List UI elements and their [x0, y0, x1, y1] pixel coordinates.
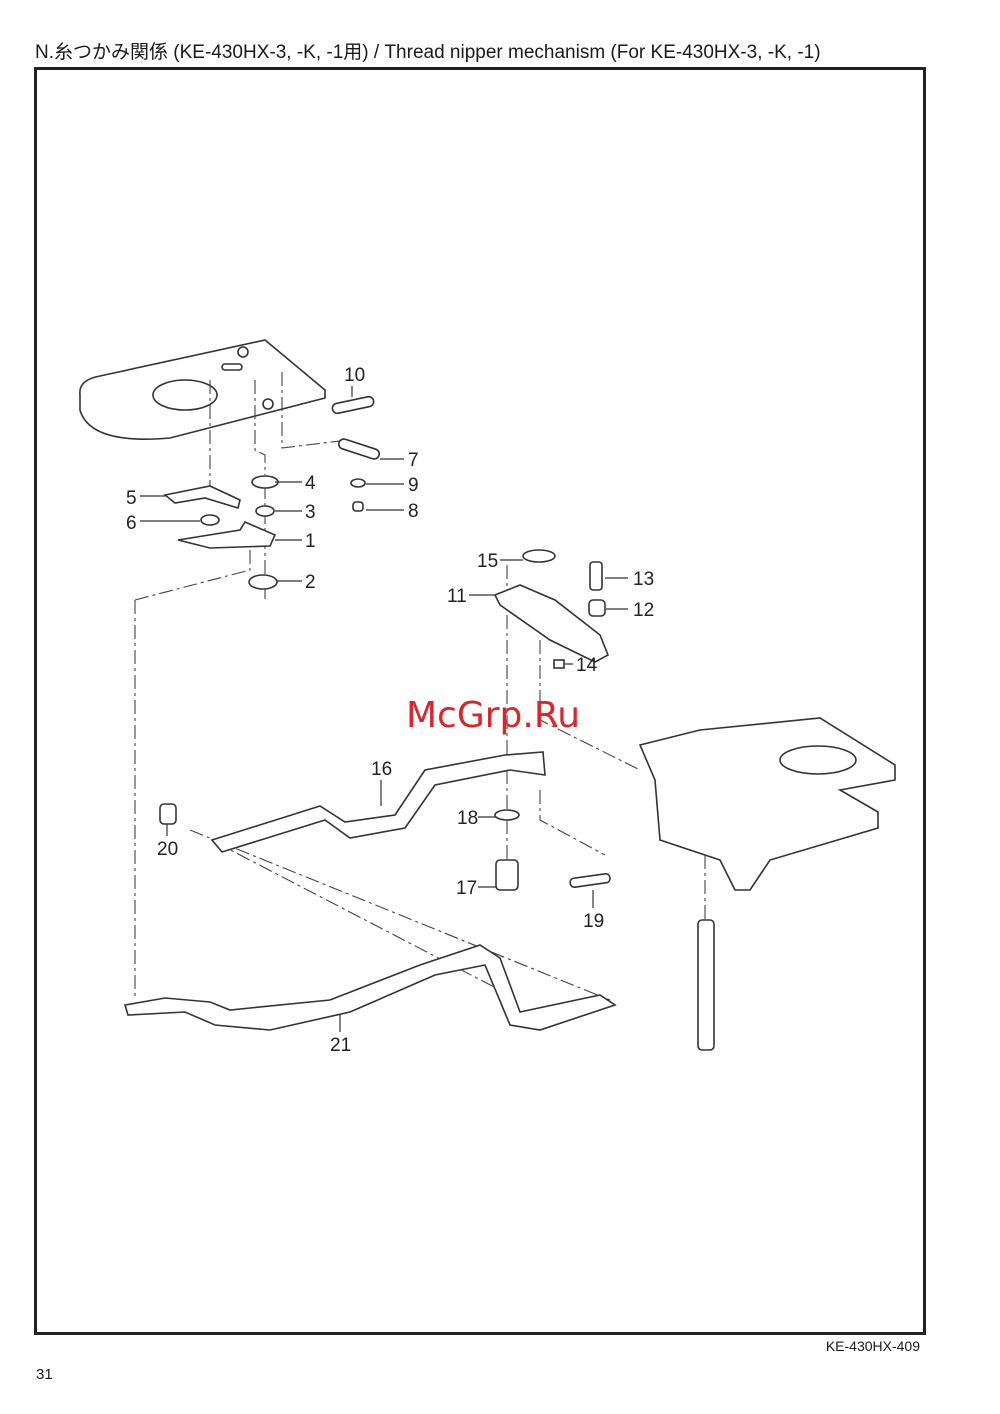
spring-10 — [331, 395, 375, 415]
callout-5: 5 — [126, 488, 137, 509]
callout-13: 13 — [633, 569, 654, 590]
lever-16 — [210, 751, 546, 853]
pin-13 — [589, 561, 603, 591]
shaft — [697, 919, 715, 1051]
frame-base-bore — [779, 745, 857, 775]
screw-8 — [352, 501, 364, 512]
model-code: KE-430HX-409 — [825, 1338, 920, 1354]
spring-19 — [569, 872, 611, 889]
link-7 — [337, 438, 381, 460]
washer-9 — [350, 478, 366, 488]
lever-5 — [163, 485, 241, 510]
callout-10: 10 — [344, 365, 365, 386]
washer-18 — [494, 809, 520, 821]
nipper-lever-1 — [177, 520, 277, 549]
washer-4 — [251, 475, 279, 489]
callout-18: 18 — [457, 808, 478, 829]
callout-19: 19 — [583, 911, 604, 932]
callout-2: 2 — [305, 572, 316, 593]
arm-11 — [493, 584, 610, 663]
screw-20 — [159, 803, 177, 825]
screw-17 — [495, 859, 519, 891]
callout-15: 15 — [477, 551, 498, 572]
callout-17: 17 — [456, 878, 477, 899]
watermark: McGrp.Ru — [406, 695, 580, 736]
callout-3: 3 — [305, 502, 316, 523]
leader-lines — [140, 386, 628, 1032]
page-title: N.糸つかみ関係 (KE-430HX-3, -K, -1用) / Thread … — [35, 42, 821, 63]
callout-21: 21 — [330, 1035, 351, 1056]
lever-21 — [123, 944, 617, 1031]
callout-9: 9 — [408, 475, 419, 496]
callout-16: 16 — [371, 759, 392, 780]
screw-6 — [200, 514, 220, 526]
diagram-frame — [34, 67, 926, 1335]
callout-6: 6 — [126, 513, 137, 534]
callout-11: 11 — [447, 586, 467, 607]
callout-4: 4 — [305, 473, 316, 494]
callout-14: 14 — [576, 655, 598, 676]
callout-20: 20 — [157, 839, 178, 860]
washer-15 — [522, 549, 556, 563]
setscrew-14 — [553, 659, 565, 669]
frame-base — [638, 717, 896, 891]
throat-plate — [79, 339, 326, 440]
callout-8: 8 — [408, 501, 419, 522]
collar-3 — [255, 505, 275, 517]
alignment-lines-upper — [134, 372, 349, 1000]
screw-2 — [248, 574, 278, 590]
callout-7: 7 — [408, 450, 419, 471]
page-number: 31 — [36, 1366, 53, 1383]
callout-1: 1 — [305, 531, 316, 552]
collar-12 — [588, 599, 606, 617]
callout-12: 12 — [633, 600, 654, 621]
